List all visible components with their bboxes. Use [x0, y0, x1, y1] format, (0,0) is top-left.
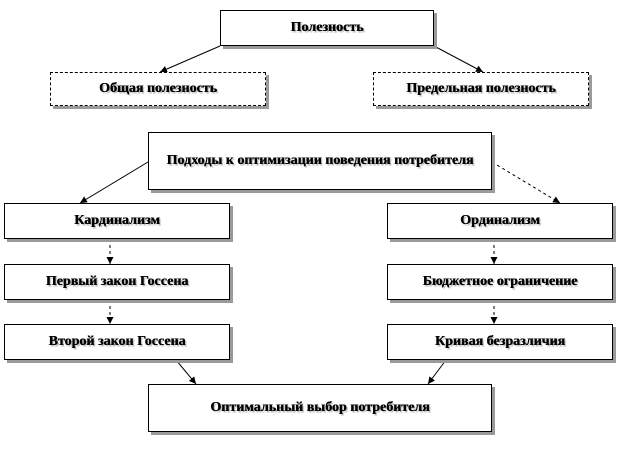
node-label: Оптимальный выбор потребителя: [210, 399, 430, 415]
arrow-approaches-to-ordinalism: [491, 161, 561, 204]
node-label: Второй закон Госсена: [48, 333, 186, 349]
node-label: Предельная полезность: [406, 80, 556, 96]
node-gossen-second-law: Второй закон Госсена: [4, 324, 230, 360]
arrow-approaches-to-cardinalism: [79, 161, 149, 204]
node-label: Ординализм: [460, 212, 540, 228]
node-budget-constraint: Бюджетное ограничение: [387, 264, 613, 300]
node-gossen-first-law: Первый закон Госсена: [4, 264, 230, 300]
node-label: Первый закон Госсена: [45, 273, 189, 289]
node-label: Общая полезность: [99, 80, 217, 96]
node-label: Бюджетное ограничение: [422, 273, 578, 289]
node-label: Кривая безразличия: [434, 333, 566, 349]
arrow-utility-to-total: [159, 45, 221, 73]
node-optimal-choice: Оптимальный выбор потребителя: [148, 384, 492, 432]
node-total-utility: Общая полезность: [50, 72, 266, 106]
node-ordinalism: Ординализм: [387, 203, 613, 239]
node-label: Полезность: [290, 19, 364, 35]
arrow-gossen2-to-optimal: [175, 359, 197, 385]
node-indifference-curve: Кривая безразличия: [387, 324, 613, 360]
node-optimization-approaches: Подходы к оптимизации поведения потребит…: [148, 132, 492, 190]
node-label: Кардинализм: [74, 212, 160, 228]
node-utility: Полезность: [220, 10, 434, 46]
node-marginal-utility: Предельная полезность: [373, 72, 589, 106]
node-cardinalism: Кардинализм: [4, 203, 230, 239]
arrow-utility-to-marginal: [433, 45, 484, 73]
arrow-indiff-to-optimal: [427, 359, 447, 385]
node-label: Подходы к оптимизации поведения потребит…: [166, 152, 474, 168]
